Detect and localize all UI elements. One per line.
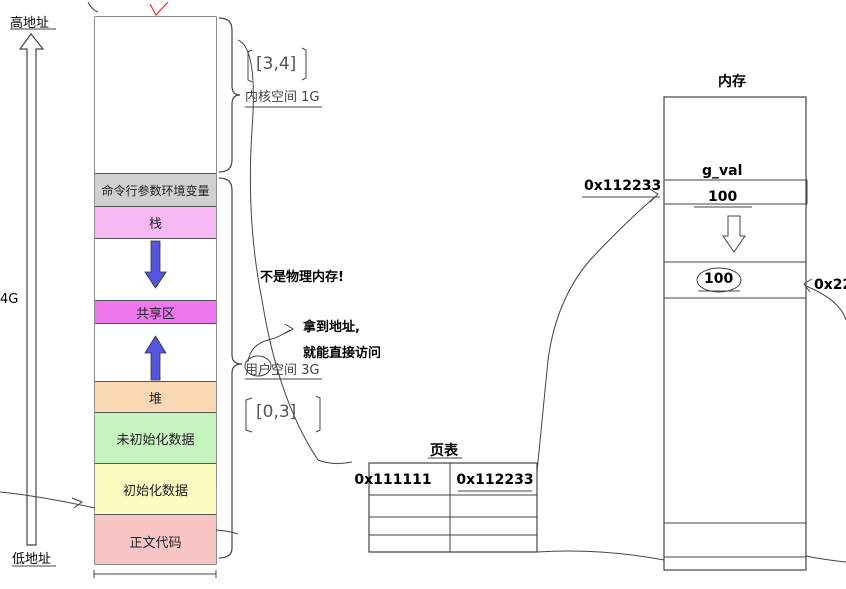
kernel-range-close: [301, 47, 307, 81]
user-circle: [244, 355, 272, 377]
kernel-range: [3,4]: [256, 54, 297, 74]
segment-shared: 共享区: [95, 300, 216, 323]
red-mark: [149, 1, 169, 17]
memory-frame: [663, 96, 807, 571]
user-space-label: 用户空间 3G: [245, 363, 320, 378]
page-table-frame: [368, 462, 538, 553]
heap-grow-up-arrow-icon: [144, 335, 167, 381]
page-table-physical-0: 0x112233: [456, 472, 534, 488]
segment-data: 初始化数据: [95, 463, 216, 514]
memory-cell-bottom: [663, 522, 807, 558]
user-range-open: [245, 397, 253, 433]
memory-value-top: 100: [708, 189, 738, 205]
mapping-curve: [237, 39, 353, 465]
physical-mapping-curve: [536, 195, 657, 473]
corner-mark: [87, 1, 99, 13]
total-size-label: 4G: [0, 292, 19, 307]
segment-bss: 未初始化数据: [95, 412, 216, 463]
memory-address-new: 0x22: [814, 277, 846, 293]
annotation-arrow: [247, 329, 291, 363]
low-address-label: 低地址: [12, 552, 52, 567]
stack-grow-down-arrow-icon: [144, 240, 167, 289]
address-axis-arrow: [18, 33, 45, 546]
user-range-close: [315, 395, 321, 433]
got-address-note-line1: 拿到地址,: [303, 320, 360, 335]
memory-cell-new: [663, 261, 807, 299]
segment-heap: 堆: [95, 381, 216, 412]
memory-address-top: 0x112233: [584, 178, 662, 194]
not-physical-note: 不是物理内存!: [260, 270, 344, 285]
kernel-range-open: [247, 49, 253, 83]
kernel-space-label: 内核空间 1G: [245, 90, 320, 105]
segment-text: 正文代码: [95, 514, 216, 564]
memory-title: 内存: [718, 74, 746, 90]
user-brace: [218, 177, 243, 559]
width-marker: [93, 570, 217, 578]
high-address-label: 高地址: [10, 16, 50, 31]
user-range: [0,3]: [256, 402, 297, 422]
page-table-title: 页表: [430, 443, 458, 459]
annotation-arrow-head: [283, 323, 294, 335]
got-address-note-line2: 就能直接访问: [303, 346, 382, 361]
segment-args-env: 命令行参数环境变量: [95, 173, 216, 206]
kernel-brace: [218, 17, 241, 173]
segment-stack: 栈: [95, 206, 216, 238]
copy-arrow-icon: [722, 215, 746, 253]
segment-kernel: [95, 17, 216, 173]
memory-var-name: g_val: [702, 163, 743, 179]
memory-value-new: 100: [704, 271, 734, 287]
value-new-circle: [696, 267, 742, 293]
page-table-virtual-0: 0x111111: [354, 472, 432, 488]
